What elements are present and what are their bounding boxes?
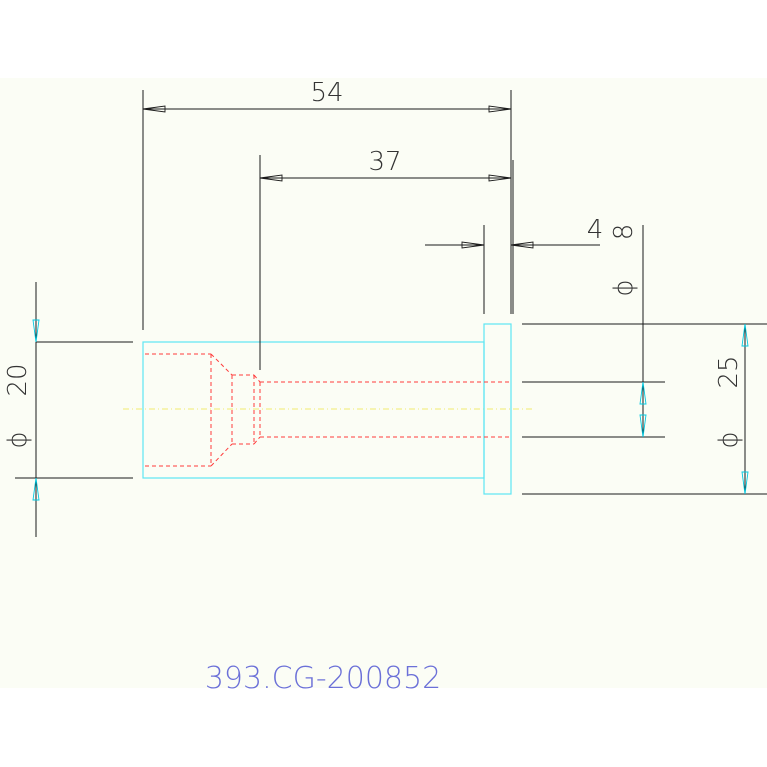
dim-8-label: 8 — [609, 224, 639, 241]
part-code: 393.CG-200852 — [205, 661, 441, 696]
dimension-head-diameter: 25 ϕ — [522, 323, 767, 495]
head-outline — [483, 323, 512, 495]
dimension-bore-diameter: 8 ϕ — [522, 224, 665, 438]
dimension-head-thickness: 4 — [425, 160, 603, 314]
part-outline — [142, 323, 512, 495]
dim-20-diameter-symbol: ϕ — [3, 431, 33, 448]
dim-54-label: 54 — [310, 78, 343, 108]
dim-8-diameter-symbol: ϕ — [609, 279, 639, 296]
dimension-shank-length: 37 — [259, 147, 512, 370]
dimension-body-diameter: 20 ϕ — [3, 282, 133, 537]
dim-25-label: 25 — [714, 355, 744, 388]
dim-20-label: 20 — [3, 363, 33, 396]
dimension-overall-length: 54 — [142, 78, 512, 330]
hidden-bore — [145, 353, 511, 467]
dim-4-label: 4 — [587, 215, 604, 245]
dim-37-label: 37 — [368, 147, 401, 177]
drawing-sheet — [0, 78, 767, 688]
body-outline — [142, 341, 485, 479]
dim-25-diameter-symbol: ϕ — [714, 431, 744, 448]
